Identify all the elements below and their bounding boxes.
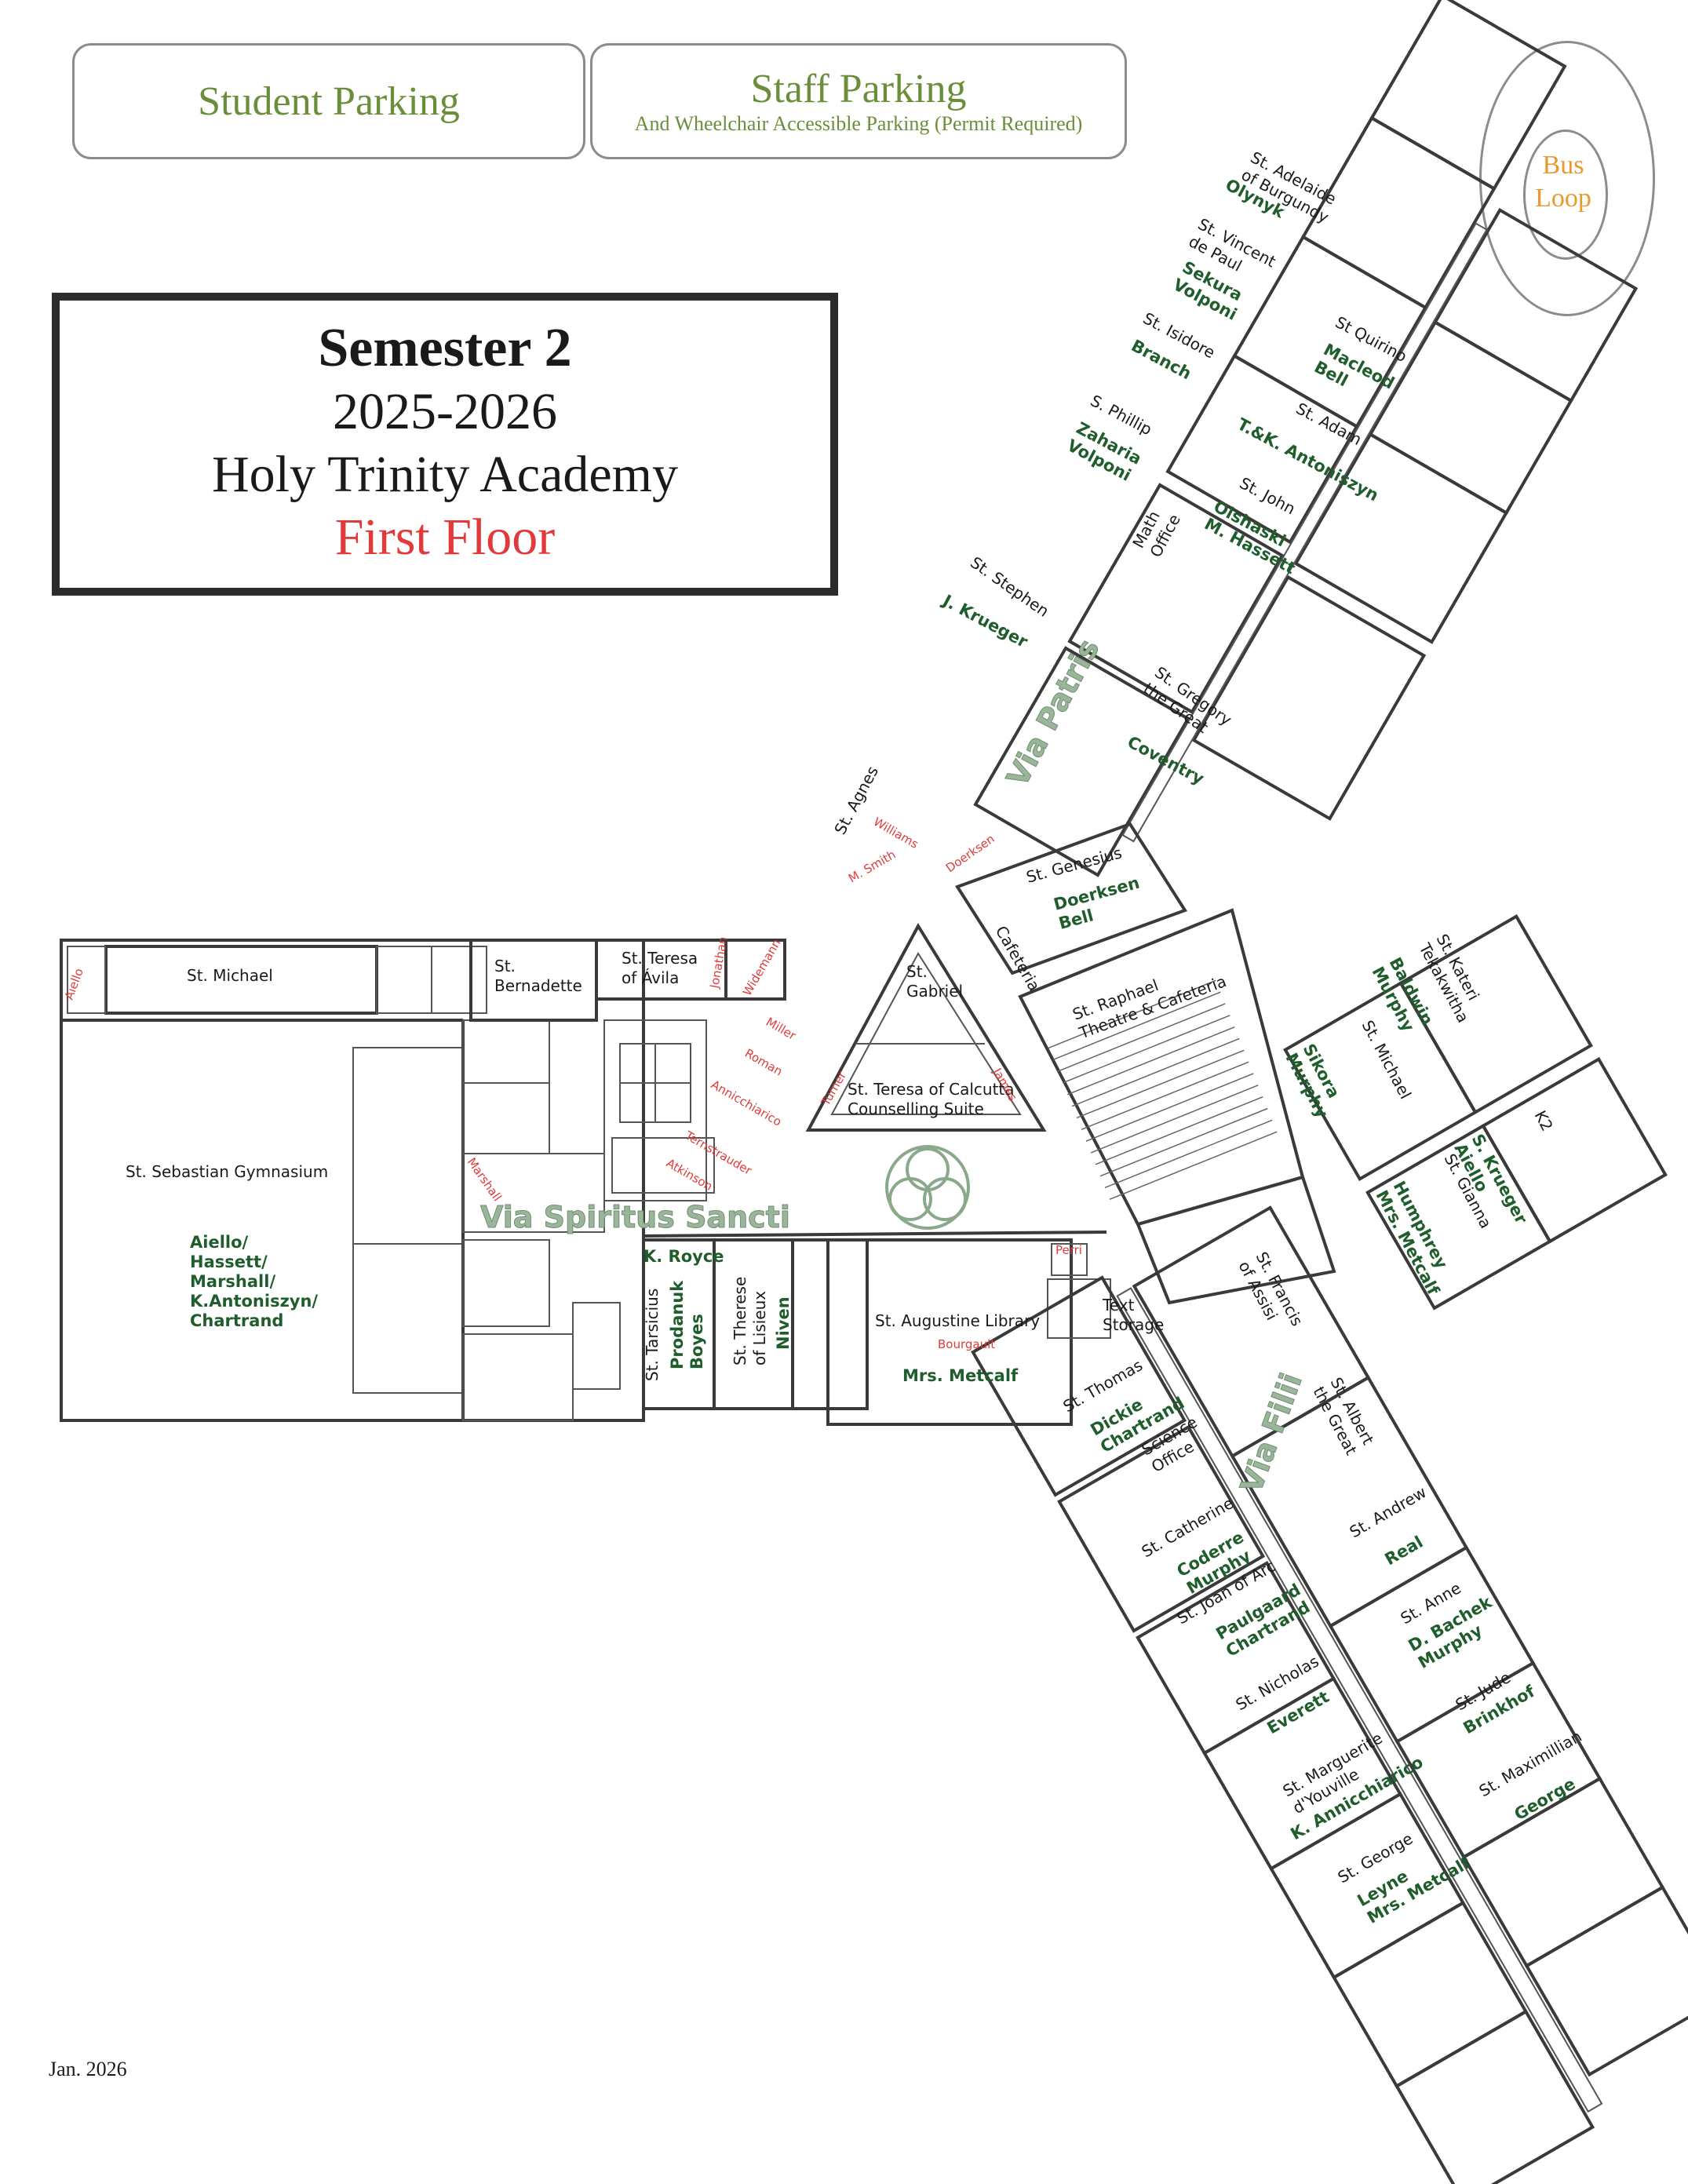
offices-turner-label: Turner [818,1068,849,1108]
school-name: Holy Trinity Academy [211,446,679,503]
rooms-gregory-label: St. Gregorythe Great [1140,662,1235,746]
rooms-genesius-t-label: DoerksenBell [1052,873,1147,933]
offices-marshall-label: Marshall [465,1155,505,1204]
offices-roman-label: Roman [742,1046,785,1079]
via-spiritus-label: Via Spiritus Sancti [480,1200,790,1234]
offices-annicchiarico-label: Annicchiarico [709,1077,784,1129]
rooms-library-t-label: Mrs. Metcalf [902,1366,1019,1385]
offices-m-smith-label: M. Smith [846,848,898,886]
bus-loop-outer [1479,41,1655,316]
rooms-andrew-label: St. Andrew [1347,1482,1430,1541]
rooms-maximillian-t-label: George [1511,1774,1579,1825]
offices-williams-label: Williams [871,815,921,851]
bus-loop-inner [1523,129,1608,260]
rooms-cafeteria-label: Cafeteria [992,923,1045,994]
staff-parking-area: Staff Parking And Wheelchair Accessible … [590,43,1127,159]
via-filii-label: Via Filii [1234,1369,1309,1497]
via-spiritus-south-walls [642,1231,1111,1426]
rooms-therese-t-label: Niven [774,1296,793,1350]
school-year: 2025-2026 [333,383,557,440]
offices-doerksen-label: Doerksen [943,832,997,876]
rooms-albert-label: St. Albertthe Great [1310,1374,1379,1458]
offices-perri-label: Perri [1055,1243,1082,1257]
east-wing-walls [1283,914,1668,1311]
via-patris-label: Via Patris [1000,633,1106,792]
seat-row [1048,979,1216,1049]
theatre-seating [1048,979,1278,1201]
seat-row [1104,1119,1273,1189]
rooms-gabriel-label: St.Gabriel [906,962,963,1001]
seat-row [1085,1073,1254,1142]
floor-label: First Floor [334,509,556,566]
rooms-library-label: St. Augustine Library [875,1311,1040,1330]
seat-row [1109,1131,1278,1201]
rooms-tarsicius-label: St. Tarsicius [643,1289,662,1381]
student-parking-label: Student Parking [198,78,460,124]
student-parking-area: Student Parking [72,43,585,159]
seat-row [1066,1026,1235,1096]
staff-parking-label: Staff Parking [750,67,967,111]
rooms-gym-label: St. Sebastian Gymnasium [126,1162,328,1181]
title-box: Semester 2 2025-2026 Holy Trinity Academ… [52,293,838,596]
seat-row [1057,1003,1226,1072]
offices-widemann-label: Widemann [740,937,784,998]
rooms-michael-e-t-label: SikoraMurphy [1282,1041,1350,1121]
seat-row [1062,1015,1230,1084]
rooms-gianna-t-label: HumphreyMrs. Metcalf [1373,1178,1461,1299]
rooms-therese-label: St. Thereseof Lisieux [731,1277,769,1365]
offices-atkinson-label: Atkinson [664,1156,715,1194]
west-wing-walls [60,939,786,1422]
rooms-gym-t-label: Aiello/Hassett/Marshall/K.Antoniszyn/Cha… [190,1233,318,1330]
rooms-k2-label: K2 [1531,1107,1557,1134]
theatre-walls [954,822,1336,1305]
revision-date: Jan. 2026 [49,2058,127,2080]
bus-loop-label: Bus Loop [1535,151,1591,213]
offices-aiello-label: Aiello [62,967,86,1002]
via-patris-north-walls [973,0,1639,877]
seat-row [1099,1107,1268,1177]
seat-row [1076,1049,1245,1119]
semester-title: Semester 2 [318,318,572,378]
school-crest-icon [885,1145,970,1230]
rooms-math-office-label: MathOffice [1128,502,1184,561]
rooms-bernadette-label: St.Bernadette [494,957,582,995]
seat-row [1081,1061,1249,1131]
seat-row [1071,1037,1240,1107]
offices-bourgault-label: Bourgault [938,1337,995,1351]
rooms-michael-w-label: St. Michael [187,966,273,985]
rooms-andrew-t-label: Real [1382,1533,1427,1570]
via-filii-south-walls [971,1205,1688,2184]
offices-miller-label: Miller [764,1015,799,1043]
rooms-royce-t-label: K. Royce [643,1247,724,1266]
seat-row [1095,1096,1263,1165]
rooms-francis-label: St. Francisof Assisi [1235,1249,1307,1338]
seat-row [1052,991,1221,1061]
staff-parking-subtitle: And Wheelchair Accessible Parking (Permi… [634,112,1083,135]
central-triangle-walls [805,922,1047,1132]
seat-row [1090,1085,1259,1154]
rooms-tarsicius-t-label: ProdanukBoyes [668,1280,706,1369]
